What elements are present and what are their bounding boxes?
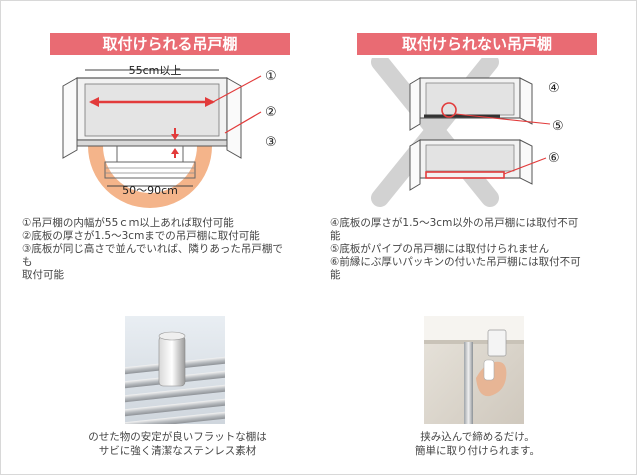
note-6-cont: 能: [330, 269, 341, 281]
note-4-cont: 能: [330, 230, 341, 242]
cabinet-top-door-left: [409, 77, 421, 131]
mountable-title-banner: 取付けられる吊戸棚: [50, 33, 290, 55]
cabinet-underside: [424, 316, 524, 342]
note-5: ⑤底板がパイプの吊戸棚には取付けられません: [330, 243, 550, 255]
unmountable-cabinet-diagram: ④ ⑤ ⑥: [371, 58, 564, 207]
cabinet-edge: [424, 340, 524, 344]
cabinet-bottom-board: [76, 139, 228, 147]
callout-line-5: [455, 113, 551, 125]
stainless-caption-line-2: サビに強く清潔なステンレス素材: [98, 445, 257, 457]
stainless-caption-line-1: のせた物の安定が良いフラットな棚は: [88, 431, 267, 443]
cabinet-top-door-right: [519, 77, 533, 125]
marker-4: ④: [548, 81, 560, 96]
note-3-cont: も: [22, 256, 33, 268]
note-2: ②底板の厚さが1.5～3cmまでの吊戸棚に取付可能: [22, 230, 260, 242]
shelf-bar-3: [125, 384, 225, 403]
shelf-support-post: [158, 335, 186, 387]
note-1: ①吊戸棚の内幅が55ｃｍ以上あれば取付可能: [22, 217, 234, 229]
thickness-arrow-down-head: [171, 134, 179, 140]
marker-3: ③: [265, 135, 277, 150]
cabinet-bottom-interior: [425, 144, 515, 172]
unmountable-notes: ④底板の厚さが1.5～3cm以外の吊戸棚には取付不可 能 ⑤底板がパイプの吊戸棚…: [330, 217, 581, 282]
mountable-notes: ①吊戸棚の内幅が55ｃｍ以上あれば取付可能 ②底板の厚さが1.5～3cmまでの吊…: [22, 217, 283, 282]
cabinet-interior: [84, 83, 220, 137]
note-3: ③底板が同じ高さで並んでいれば、隣りあった吊戸棚で: [22, 243, 283, 255]
marker-1: ①: [265, 69, 277, 84]
shelf-bar-5: [125, 411, 225, 424]
post-top: [158, 331, 186, 341]
clamp-caption-line-1: 挟み込んで締めるだけ。: [420, 431, 535, 443]
support-pole: [464, 342, 473, 424]
note-6: ⑥前縁にぶ厚いパッキンの付いた吊戸棚には取付不可: [330, 256, 581, 268]
cabinet-bottom-door-right: [519, 139, 533, 185]
clamp-caption-line-2: 簡単に取り付けられます。: [415, 445, 540, 457]
marker-5: ⑤: [552, 119, 564, 134]
cabinet-door-left: [62, 77, 78, 159]
cabinet-top-interior: [425, 82, 515, 116]
cabinet-door-right: [226, 77, 242, 159]
callout-line-1: [212, 75, 262, 103]
spacing-label: 50～90cm: [122, 184, 178, 197]
callout-line-2: [224, 111, 262, 134]
unmountable-title-banner: 取付けられない吊戸棚: [357, 33, 597, 55]
stainless-shelf-photo: [125, 316, 225, 424]
pipe-highlight-circle: [441, 102, 457, 118]
mountable-cabinet-diagram: 55cm以上 50～90cm ① ② ③: [62, 64, 277, 208]
width-label: 55cm以上: [129, 64, 182, 77]
cabinet-bottom-door-left: [409, 139, 421, 191]
thickness-arrow-up-head: [171, 148, 179, 154]
note-3-cont2: 取付可能: [22, 269, 64, 281]
marker-2: ②: [265, 105, 277, 120]
clamp-install-photo: [424, 316, 524, 424]
stainless-shelf-caption: のせた物の安定が良いフラットな棚は サビに強く清潔なステンレス素材: [40, 430, 315, 458]
hanging-rack: [104, 161, 196, 179]
clamp-install-caption: 挟み込んで締めるだけ。 簡単に取り付けられます。: [340, 430, 615, 458]
clamp: [487, 329, 507, 357]
callout-line-6: [503, 157, 547, 175]
shelf-bar-4: [125, 398, 225, 417]
packing-highlight-box: [425, 171, 505, 179]
marker-6: ⑥: [548, 151, 560, 166]
width-arrow-right-head: [205, 97, 215, 107]
note-4: ④底板の厚さが1.5～3cm以外の吊戸棚には取付不可: [330, 217, 579, 229]
clamp-knob: [483, 359, 495, 381]
width-arrow-left-head: [89, 97, 99, 107]
